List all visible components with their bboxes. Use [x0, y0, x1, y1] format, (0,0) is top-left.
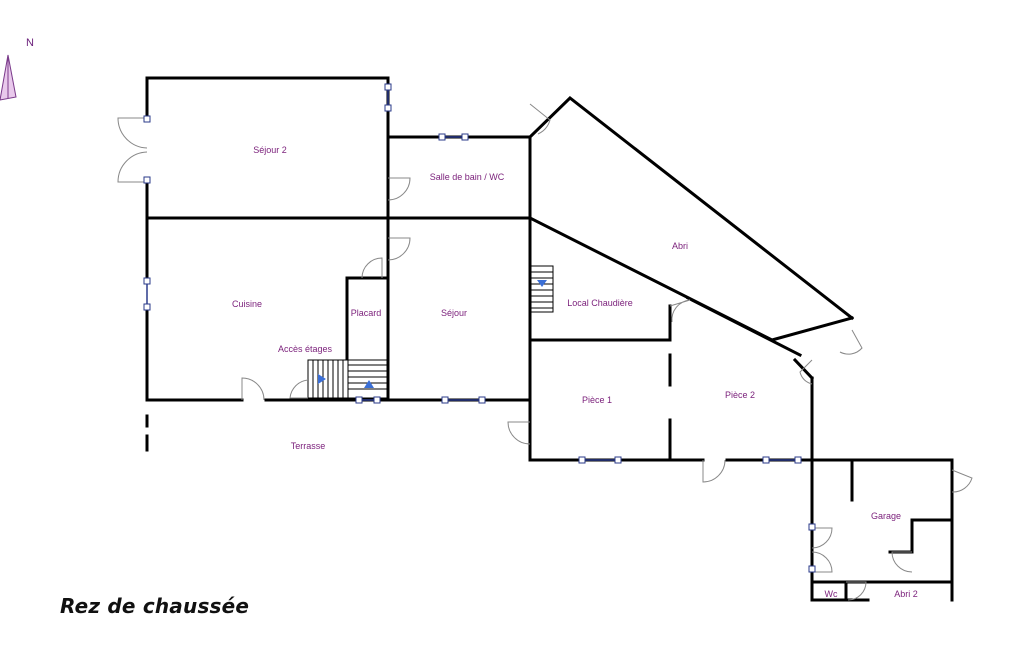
room-label-acces-etages: Accès étages [278, 344, 333, 354]
room-label-wc: Wc [825, 589, 838, 599]
room-label-cuisine: Cuisine [232, 299, 262, 309]
room-label-abri2: Abri 2 [894, 589, 918, 599]
north-label: N [26, 37, 34, 49]
room-label-garage: Garage [871, 511, 901, 521]
floor-title: Rez de chaussée [60, 594, 250, 618]
room-label-abri: Abri [672, 241, 688, 251]
doors [117, 103, 973, 601]
stairs [307, 265, 554, 399]
walls [145, 76, 954, 602]
room-label-salle-bain: Salle de bain / WC [430, 172, 505, 182]
room-label-placard: Placard [351, 308, 382, 318]
room-label-local-chaudiere: Local Chaudière [567, 298, 633, 308]
room-label-sejour: Séjour [441, 308, 467, 318]
windows [143, 83, 816, 573]
north-arrow-icon [0, 54, 17, 101]
room-label-sejour2: Séjour 2 [253, 145, 287, 155]
room-label-piece2: Pièce 2 [725, 390, 755, 400]
room-label-piece1: Pièce 1 [582, 395, 612, 405]
room-label-terrasse: Terrasse [291, 441, 326, 451]
